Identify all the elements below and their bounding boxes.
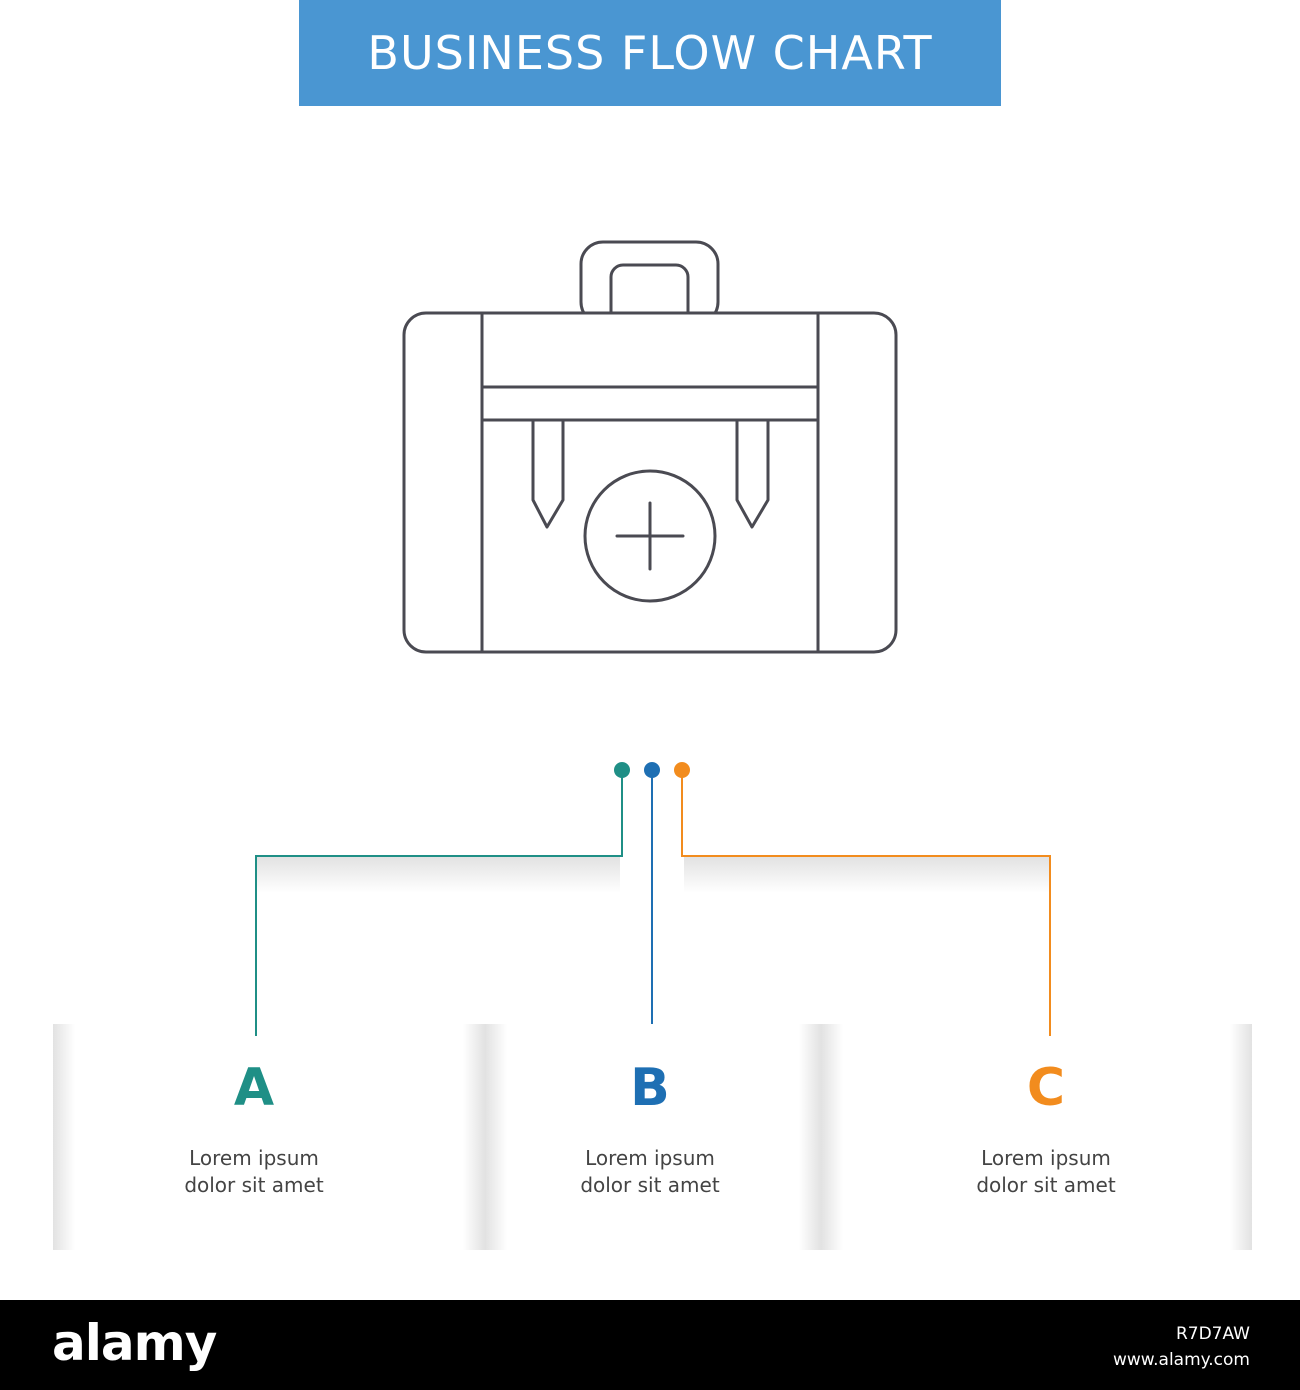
flow-diagram — [53, 240, 1252, 1250]
connector-a — [255, 770, 623, 1036]
connector-dot-c — [674, 762, 690, 778]
page-title: BUSINESS FLOW CHART — [367, 26, 933, 80]
footer-site-link[interactable]: www.alamy.com — [1112, 1350, 1250, 1370]
step-text-a: Lorem ipsum dolor sit amet — [124, 1145, 384, 1199]
step-text-c-line1: Lorem ipsum — [981, 1146, 1111, 1170]
footer-bar: alamy R7D7AW www.alamy.com — [0, 1300, 1300, 1390]
title-banner: BUSINESS FLOW CHART — [299, 0, 1001, 106]
connector-dot-b — [644, 762, 660, 778]
connector-shadow — [256, 857, 1050, 893]
step-letter-b: B — [630, 1058, 670, 1118]
connector-dot-a — [614, 762, 630, 778]
step-text-a-line1: Lorem ipsum — [189, 1146, 319, 1170]
step-box-shadows — [53, 1024, 1252, 1250]
step-letter-a: A — [233, 1058, 275, 1118]
step-text-b-line2: dolor sit amet — [580, 1173, 720, 1197]
step-text-b-line1: Lorem ipsum — [585, 1146, 715, 1170]
medical-briefcase-icon — [402, 240, 898, 654]
step-text-a-line2: dolor sit amet — [184, 1173, 324, 1197]
step-text-c-line2: dolor sit amet — [976, 1173, 1116, 1197]
step-letter-c: C — [1026, 1058, 1066, 1118]
step-text-c: Lorem ipsum dolor sit amet — [916, 1145, 1176, 1199]
footer-logo: alamy — [52, 1314, 217, 1372]
footer-image-id: R7D7AW — [1175, 1324, 1250, 1344]
step-text-b: Lorem ipsum dolor sit amet — [520, 1145, 780, 1199]
connector-c — [681, 770, 1051, 1036]
